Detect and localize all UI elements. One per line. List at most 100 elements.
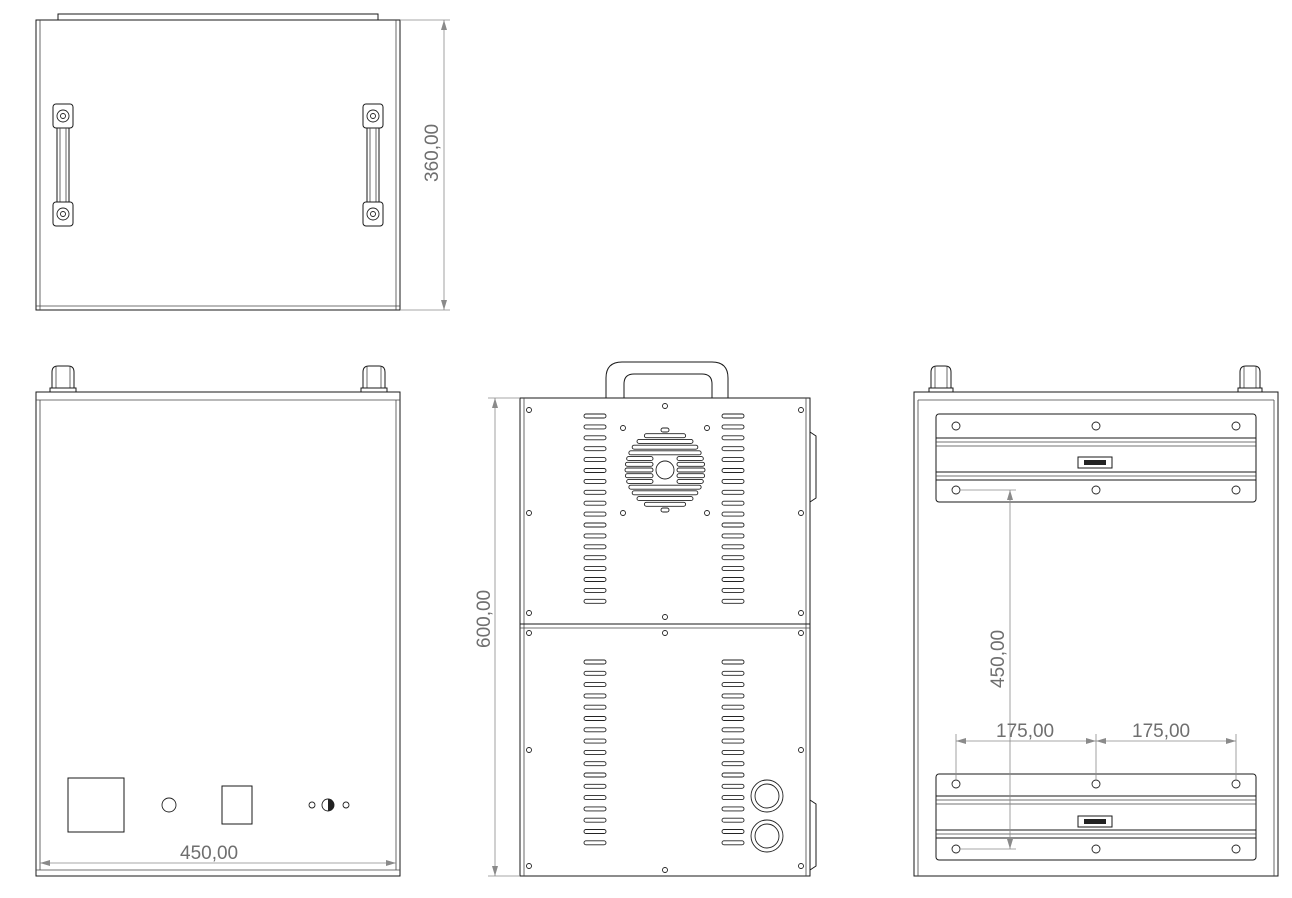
vent-slot <box>676 456 704 462</box>
vent-slot <box>721 795 745 801</box>
vent-slot <box>721 693 745 699</box>
vent-slot <box>583 446 607 452</box>
side-view-connector-lower <box>750 819 784 853</box>
dimension-top-depth-label: 360,00 <box>422 124 443 182</box>
vent-slot <box>721 749 745 755</box>
side-view-fan-grille <box>624 427 706 513</box>
vent-slot <box>628 484 702 490</box>
vent-slot <box>721 738 745 744</box>
vent-slot <box>583 489 607 495</box>
dimension-rear-left-offset-label: 175,00 <box>996 721 1054 742</box>
top-view-handle-left <box>52 103 74 227</box>
side-view-carry-handle <box>605 361 729 398</box>
dimension-rear-rail-spacing-label: 450,00 <box>988 630 1009 688</box>
vent-slot <box>583 566 607 572</box>
vent-slot <box>721 522 745 528</box>
top-view: 360,00 <box>35 13 450 311</box>
vent-slot <box>583 704 607 710</box>
side-view-vents-upper-right <box>721 413 745 604</box>
front-panel-rect-display <box>221 785 253 825</box>
rear-view-outline <box>913 391 1279 877</box>
vent-slot <box>583 749 607 755</box>
side-view-vents-lower-right <box>721 659 745 846</box>
vent-slot <box>583 840 607 846</box>
vent-slot <box>721 566 745 572</box>
vent-slot <box>721 761 745 767</box>
rear-view-handle-left <box>928 365 954 393</box>
vent-slot <box>721 659 745 665</box>
vent-slot <box>583 598 607 604</box>
front-panel-round-button <box>161 797 177 813</box>
dimension-front-width: 450,00 <box>40 843 396 866</box>
vent-slot <box>721 555 745 561</box>
vent-slot <box>583 555 607 561</box>
vent-slot <box>721 446 745 452</box>
vent-slot <box>721 704 745 710</box>
dimension-top-depth: 360,00 <box>400 19 450 311</box>
vent-slot <box>721 413 745 419</box>
vent-slot <box>721 435 745 441</box>
rear-view: 450,00 175,00 175,00 <box>913 365 1279 877</box>
vent-slot <box>721 489 745 495</box>
vent-slot <box>721 829 745 834</box>
vent-slot <box>721 500 745 506</box>
vent-slot <box>676 478 704 484</box>
top-view-handle-right <box>362 103 384 227</box>
side-view-vents-lower-left <box>583 659 607 846</box>
vent-slot <box>676 467 706 473</box>
front-panel-square-cutout <box>67 777 125 833</box>
vent-slot <box>721 468 745 473</box>
front-panel-indicators <box>308 798 350 812</box>
vent-slot <box>721 577 745 582</box>
vent-slot <box>583 783 607 789</box>
vent-slot <box>721 716 745 721</box>
vent-slot <box>721 727 745 733</box>
vent-slot <box>721 478 745 484</box>
vent-slot <box>624 461 654 467</box>
vent-slot <box>721 817 745 823</box>
rear-view-handle-right <box>1237 365 1263 393</box>
vent-slot <box>721 598 745 604</box>
vent-slot <box>583 806 607 812</box>
vent-slot <box>643 433 687 439</box>
vent-slot <box>583 500 607 506</box>
vent-slot <box>583 587 607 593</box>
vent-slot <box>624 473 654 479</box>
front-view-handle-right <box>360 365 388 393</box>
side-view-screws <box>526 403 804 873</box>
vent-slot <box>676 461 706 467</box>
vent-slot <box>624 467 654 473</box>
vent-slot <box>636 438 694 444</box>
vent-slot <box>583 544 607 550</box>
vent-slot <box>583 511 607 517</box>
vent-slot <box>583 468 607 473</box>
vent-slot <box>583 682 607 688</box>
vent-slot <box>721 806 745 812</box>
vent-slot <box>583 435 607 441</box>
vent-slot <box>626 478 654 484</box>
vent-slot <box>583 670 607 676</box>
dimension-rear-right-offset-label: 175,00 <box>1132 721 1190 742</box>
dimension-rear-hole-offsets: 175,00 175,00 <box>955 721 1237 780</box>
side-view-latch-lower <box>809 799 817 871</box>
dimension-front-width-label: 450,00 <box>180 843 238 864</box>
rear-view-rail-lower <box>935 773 1257 861</box>
vent-slot <box>583 533 607 539</box>
side-view-outline <box>519 397 811 877</box>
vent-slot <box>721 670 745 676</box>
vent-slot <box>721 783 745 789</box>
vent-slot <box>583 577 607 582</box>
vent-slot <box>583 727 607 733</box>
vent-slot <box>583 693 607 699</box>
vent-slot <box>583 424 607 430</box>
front-view-outline <box>35 391 401 877</box>
side-view-vents-upper-left <box>583 413 607 604</box>
vent-slot <box>631 444 699 450</box>
dimension-rear-rail-spacing: 450,00 <box>960 489 1016 850</box>
rear-view-rail-upper <box>935 413 1257 503</box>
vent-slot <box>626 456 654 462</box>
vent-slot <box>636 496 694 502</box>
vent-slot <box>583 829 607 834</box>
vent-slot <box>583 817 607 823</box>
